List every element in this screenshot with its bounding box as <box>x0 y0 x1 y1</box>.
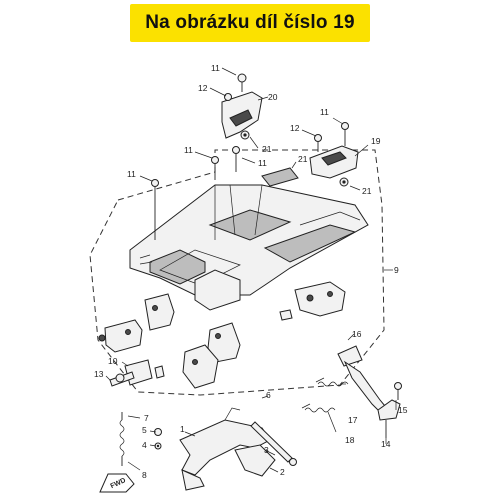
callout-21: 21 <box>262 144 272 154</box>
leader-lines <box>105 67 397 473</box>
callout-6: 6 <box>266 390 271 400</box>
callout-14: 14 <box>381 439 391 449</box>
callout-11: 11 <box>184 145 193 155</box>
banner-title: Na obrázku díl číslo 19 <box>145 12 355 33</box>
side-stand[interactable] <box>337 345 402 438</box>
callout-17: 17 <box>348 415 358 425</box>
callout-18: 18 <box>345 435 355 445</box>
callout-11: 11 <box>211 63 220 73</box>
callout-3: 3 <box>264 445 269 455</box>
callout-1: 1 <box>180 424 185 434</box>
spring-7-8[interactable] <box>119 412 125 466</box>
callout-21: 21 <box>298 154 308 164</box>
callout-19: 19 <box>371 136 381 146</box>
callout-9: 9 <box>394 265 399 275</box>
left-side-brackets[interactable] <box>98 293 175 386</box>
right-side-brackets[interactable] <box>279 281 346 321</box>
shaft-3[interactable] <box>250 421 297 466</box>
callout-8: 8 <box>142 470 147 480</box>
callout-11: 11 <box>320 107 329 117</box>
main-frame[interactable] <box>129 184 369 311</box>
callout-12: 12 <box>198 83 208 93</box>
spring-18[interactable] <box>301 403 336 413</box>
callout-20: 20 <box>268 92 278 102</box>
label-plate[interactable] <box>261 167 299 187</box>
fwd-arrow-icon: FWD <box>99 473 135 493</box>
callout-4: 4 <box>142 440 147 450</box>
callout-5: 5 <box>142 425 147 435</box>
callout-7: 7 <box>144 413 149 423</box>
callout-11: 11 <box>258 158 267 168</box>
center-stand[interactable] <box>179 407 276 491</box>
callout-11: 11 <box>127 169 136 179</box>
spring-17[interactable] <box>315 377 349 387</box>
callout-15: 15 <box>398 405 408 415</box>
part-number-banner: Na obrázku díl číslo 19 <box>130 4 370 42</box>
callout-2: 2 <box>280 467 285 477</box>
callout-16: 16 <box>352 329 362 339</box>
callout-21: 21 <box>362 186 372 196</box>
callout-13: 13 <box>94 369 104 379</box>
callout-10: 10 <box>108 356 118 366</box>
center-brackets[interactable] <box>182 322 241 389</box>
pin-13[interactable] <box>109 371 135 387</box>
callout-labels: 11 12 20 21 11 12 19 21 11 11 21 11 9 16… <box>94 63 408 480</box>
frame-bolts[interactable] <box>151 146 240 241</box>
callout-12: 12 <box>290 123 300 133</box>
top-bracket-20[interactable] <box>221 73 263 140</box>
bracket-19[interactable] <box>309 122 359 187</box>
